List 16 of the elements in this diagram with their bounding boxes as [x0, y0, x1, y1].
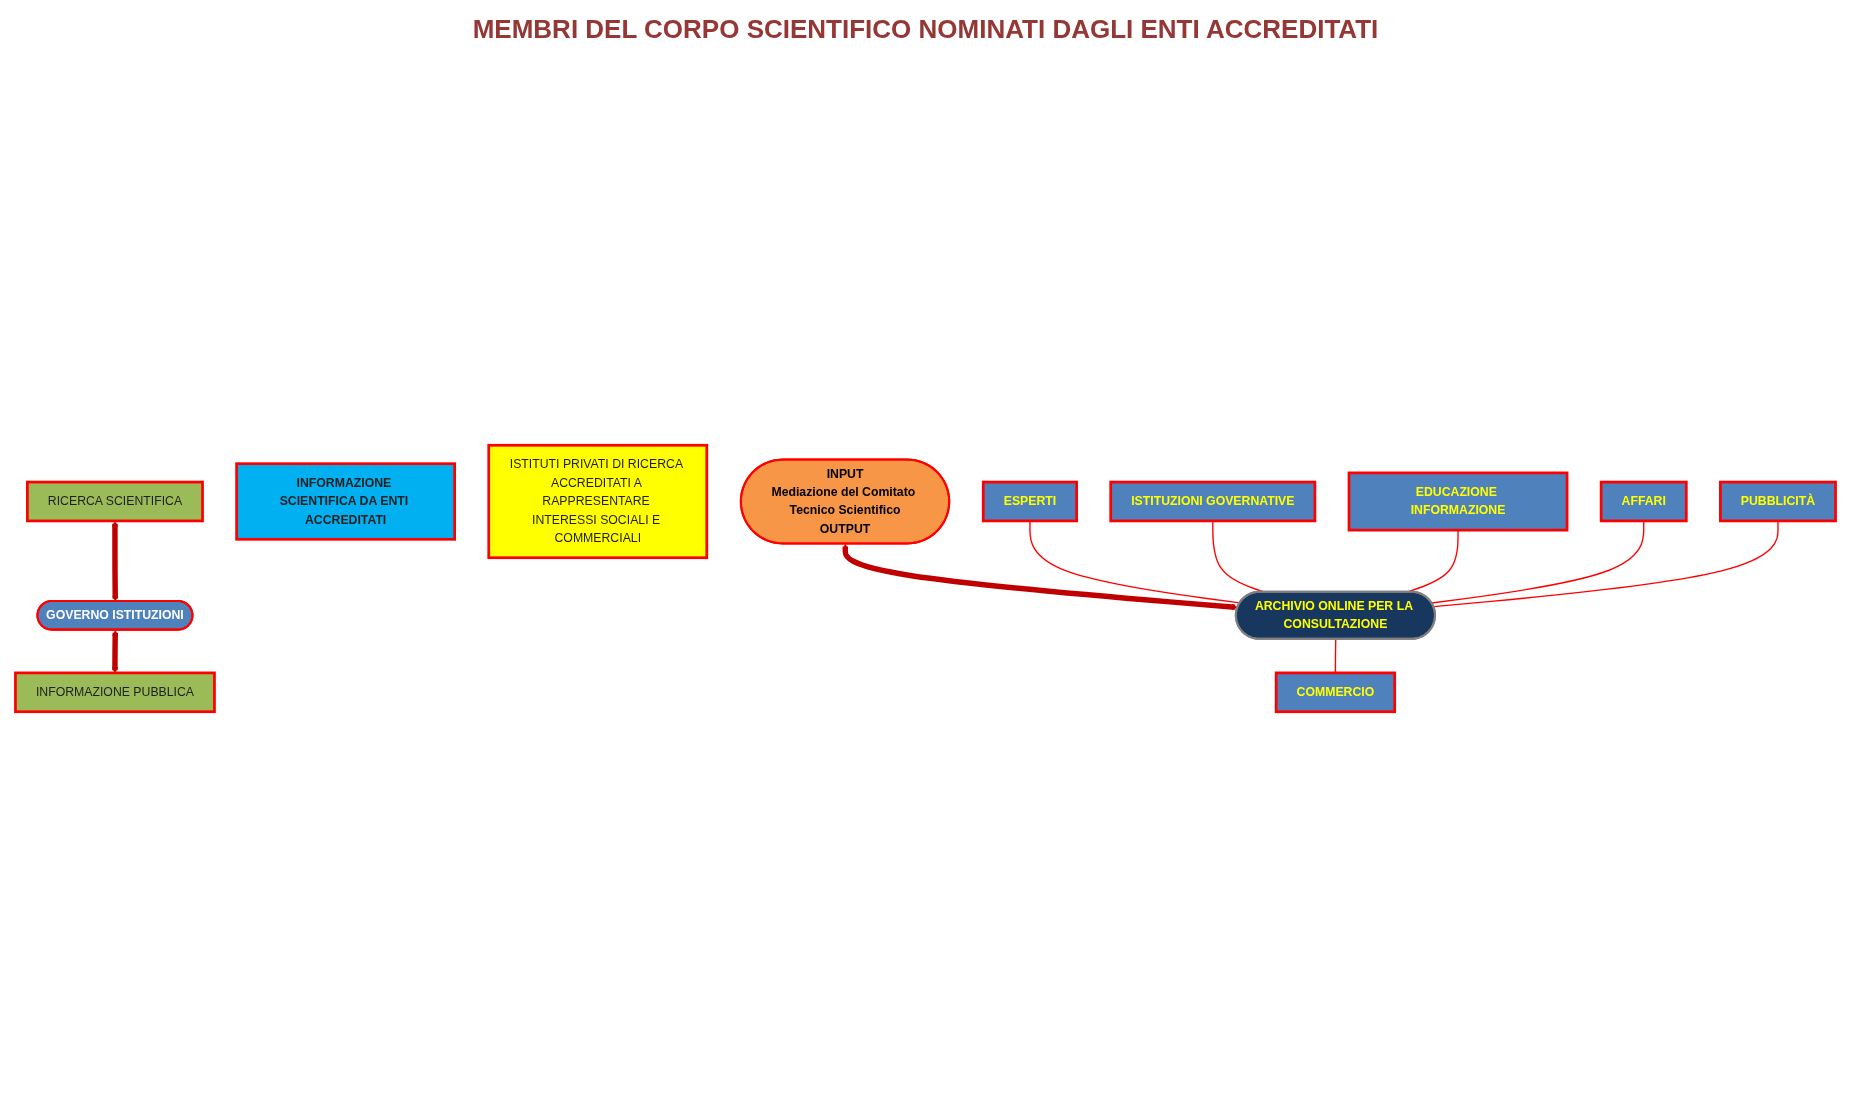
- node-box: [981, 480, 1078, 523]
- arrow: [111, 520, 119, 602]
- connector: [1432, 520, 1779, 608]
- node-box: [1719, 480, 1837, 523]
- note-text: MEMBRI DEL CORPO SCIENTIFICO NOMINATI DAGLI ENTI ACCREDITATI: [472, 14, 1379, 45]
- arrow: [842, 543, 1238, 611]
- node-box: [14, 671, 216, 714]
- node-box: [235, 462, 457, 541]
- node-box: [1347, 471, 1569, 532]
- node-box: [487, 443, 709, 560]
- diagram: RICERCA SCIENTIFICA INFORMAZIONE SCIENTIFICA DA ENTI ACCREDITATI ISTITUTI PRIVATI DI RICERCA ACCREDITATI A RAPPRESENTARE INTERESSI SOCIALI E COMMERCIALI GOVERNO ISTITUZIONI INPUT Mediazione del Comitato Tecnico Scientifico OUTPUT ESPERTI ISTITUZIONI GOVERNATIVE INFORMAZIONE PUBBLICA ARCHIVIO ONLINE PER LA CONSULTAZIONE COMMERCIO EDUCAZIONE INFORMAZIONE AFFARI PUBBLICITÀ: [10, 53, 1841, 1104]
- node-box: [26, 480, 204, 523]
- node-box: [1599, 480, 1688, 523]
- node-box: [1109, 480, 1317, 523]
- node-box: [1274, 671, 1397, 714]
- connector: [1431, 520, 1645, 604]
